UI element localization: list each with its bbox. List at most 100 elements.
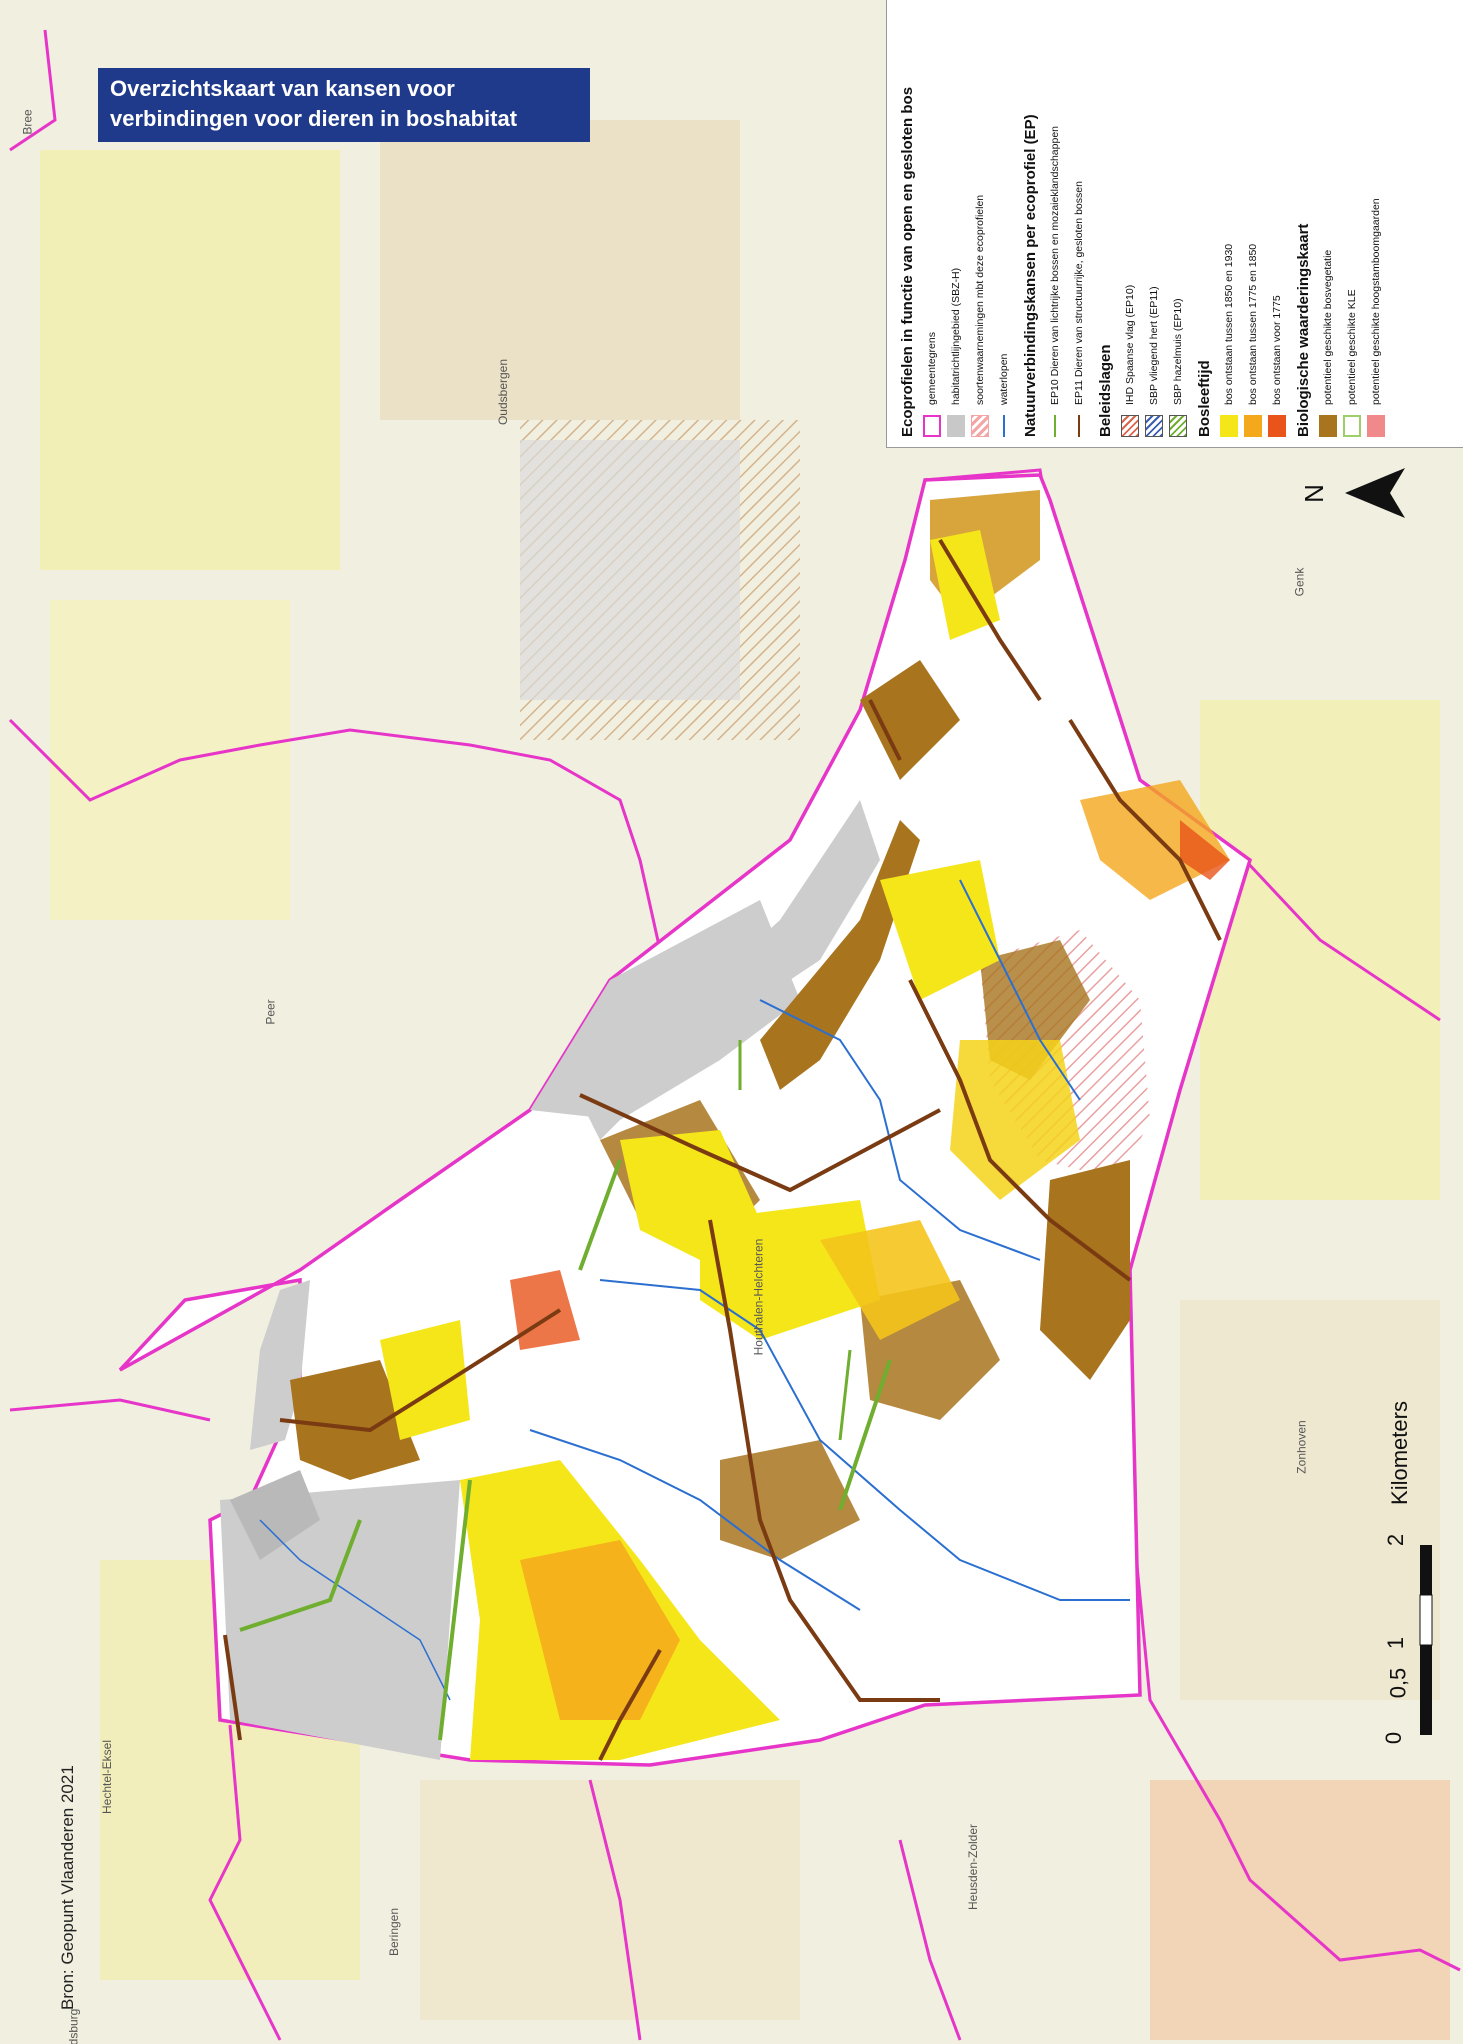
bg-forest-patch [40,150,340,570]
ep11-corridor[interactable] [279,1308,562,1433]
bos-1775-1850[interactable] [520,1540,680,1720]
ep11-corridor[interactable] [223,1634,242,1741]
bg-forest-patch [420,1780,800,2020]
ep11-corridor[interactable] [868,699,902,761]
legend-swatch-bos-voor-1775 [1268,415,1286,437]
legend-item: gemeentegrens [920,10,944,437]
ep10-corridor[interactable] [838,1359,892,1511]
legend-swatch-ep11 [1070,415,1088,437]
map-title: Overzichtskaart van kansen voor verbindi… [98,68,590,142]
place-label-houthalen-helchteren: Houthalen-Helchteren [751,1238,766,1356]
ep10-corridor[interactable] [578,1159,622,1271]
scale-segment [1419,1594,1433,1646]
legend-label: EP11 Dieren van structuurrijke, gesloten… [1073,181,1085,405]
place-label-bree: Bree [20,109,35,135]
waterway [259,1519,451,1701]
legend-swatch-kle [1343,415,1361,437]
habitat-zone[interactable] [250,1280,310,1450]
legend-swatch-boundary [923,415,941,437]
ep11-corridor[interactable] [708,1219,940,1702]
bg-grey-zone [520,440,740,700]
place-label-oudsbergen: Oudsbergen [496,358,511,426]
bg-urban-patch [1150,1780,1450,2040]
boundary-line [898,1839,962,2041]
ep10-corridor[interactable] [838,1349,852,1441]
legend-label: potentieel geschikte bosvegetatie [1322,249,1334,405]
legend-label: bos ontstaan voor 1775 [1271,295,1283,405]
legend-item: EP11 Dieren van structuurrijke, gesloten… [1067,10,1091,437]
scale-tick-0-5: 0,5 [1385,1667,1411,1699]
legend-item: SBP vliegend hert (EP11) [1142,10,1166,437]
bos-1850-1930[interactable] [950,1040,1080,1200]
legend-item: IHD Spaanse vlag (EP10) [1118,10,1142,437]
habitat-zone[interactable] [230,1470,320,1560]
ep10-corridor[interactable] [438,1479,472,1741]
place-label-genk: Genk [1292,567,1307,597]
place-label-peer: Peer [263,999,278,1025]
legend-item: EP10 Dieren van lichtrijke bossen en moz… [1043,10,1067,437]
bos-1850-1930[interactable] [880,860,1000,1000]
scale-segment [1420,1645,1432,1695]
boundary-line [9,29,57,152]
ep11-corridor[interactable] [908,979,1132,1282]
legend-item: soortenwaarnemingen mbt deze ecoprofiele… [968,10,992,437]
legend-item: potentieel geschikte bosvegetatie [1316,10,1340,437]
scale-tick-2: 2 [1383,1533,1409,1547]
bos-1775-1850[interactable] [1080,780,1230,900]
boundary-line [9,1398,211,1422]
legend-label: gemeentegrens [926,332,938,405]
scale-segment [1420,1695,1432,1735]
scale-unit: Kilometers [1386,1401,1412,1505]
boundary-line [1243,858,1441,1022]
legend-label: SBP vliegend hert (EP11) [1148,286,1160,405]
bg-forest-patch [50,600,290,920]
legend-item: SBP hazelmuis (EP10) [1166,10,1190,437]
bosvegetatie-patch[interactable] [860,660,960,780]
habitat-zone[interactable] [580,800,880,1140]
map-title-line-1: Overzichtskaart van kansen voor [110,76,455,101]
ep10-corridor[interactable] [239,1519,362,1632]
habitat-zone[interactable] [530,900,800,1120]
source-credit: Bron: Geopunt Vlaanderen 2021 [58,1765,77,2010]
waterway [599,1279,1130,1601]
legend-item: potentieel geschikte KLE [1340,10,1364,437]
legend-label: IHD Spaanse vlag (EP10) [1124,284,1136,405]
bosvegetatie-patch[interactable] [720,1440,860,1560]
bos-voor-1775[interactable] [1180,820,1230,880]
legend-swatch-hazelmuis [1169,415,1187,437]
legend-item: waterlopen [992,10,1016,437]
place-label-beringen: Beringen [387,1907,402,1957]
bosvegetatie-patch[interactable] [290,1360,420,1480]
bos-1850-1930[interactable] [700,1200,880,1340]
legend-label: EP10 Dieren van lichtrijke bossen en moz… [1049,126,1061,405]
legend-label: bos ontstaan tussen 1775 en 1850 [1247,243,1259,405]
bos-1775-1850[interactable] [820,1220,960,1340]
legend-swatch-waterloop [995,415,1013,437]
legend-swatch-bos-1775-1850 [1244,415,1262,437]
bg-forest-patch [380,120,740,420]
legend-swatch-bos-1850-1930 [1220,415,1238,437]
north-label: N [1298,484,1329,503]
legend-heading-natuurverbinding: Natuurverbindingskansen per ecoprofiel (… [1022,114,1039,437]
legend-swatch-spaanse-vlag [1121,415,1139,437]
legend-swatch-hoogstam [1367,415,1385,437]
ep11-corridor[interactable] [598,1649,662,1761]
waterway [529,1429,861,1611]
legend-heading-bwk: Biologische waarderingskaart [1295,223,1312,437]
legend-label: SBP hazelmuis (EP10) [1172,298,1184,405]
legend-label: potentieel geschikte KLE [1346,289,1358,405]
map-title-line-2: verbindingen voor dieren in boshabitat [110,106,518,131]
scale-tick-1: 1 [1383,1636,1409,1650]
ep11-corridor[interactable] [1068,718,1222,941]
place-label-zonhoven: Zonhoven [1294,1420,1309,1474]
ep11-corridor[interactable] [938,538,1042,702]
habitat-zone[interactable] [220,1480,460,1760]
legend-label: waterlopen [998,353,1010,405]
bosvegetatie-patch[interactable] [760,820,920,1090]
legend-item: potentieel geschikte hoogstamboomgaarden [1364,10,1388,437]
bosvegetatie-patch[interactable] [1040,1160,1130,1380]
scale-tick-0: 0 [1381,1731,1407,1745]
boundary-line [1133,1544,1461,1972]
ep11-corridor[interactable] [579,1093,941,1193]
